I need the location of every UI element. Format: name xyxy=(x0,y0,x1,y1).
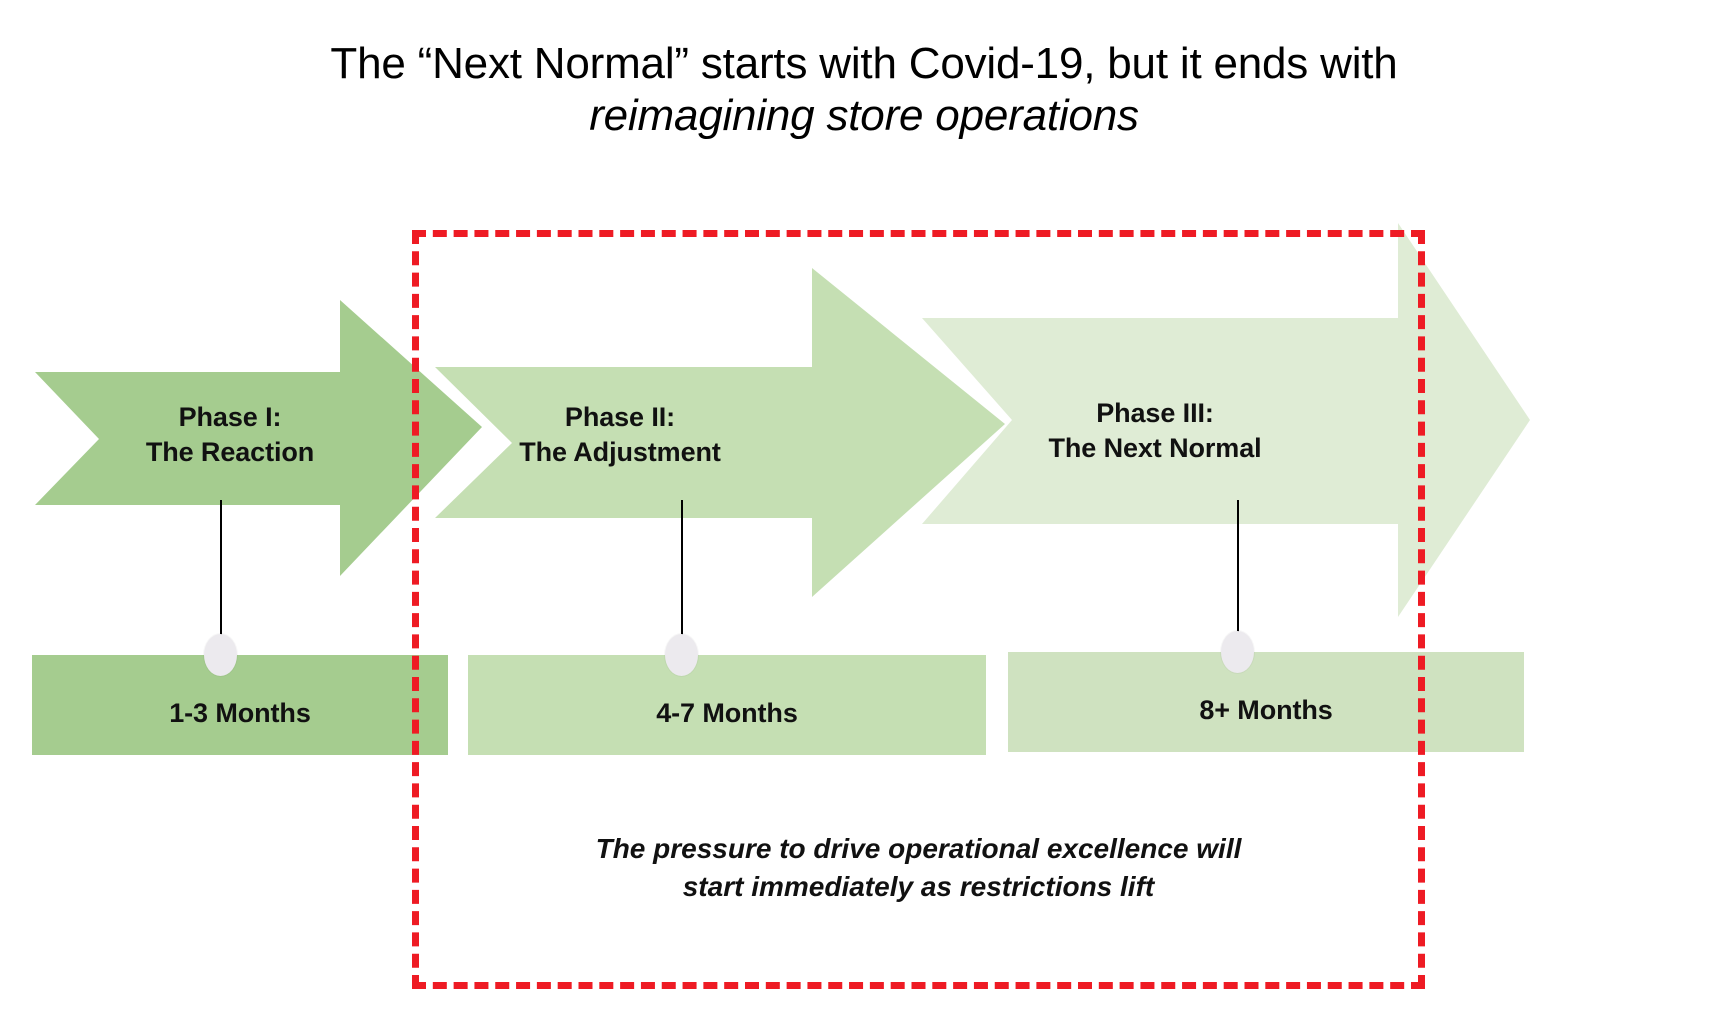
duration-box-2: 4-7 Months xyxy=(468,655,986,755)
connector-line-3 xyxy=(1237,500,1239,655)
title-line-2: reimagining store operations xyxy=(589,90,1139,140)
title-line-1: The “Next Normal” starts with Covid-19, … xyxy=(330,39,1398,88)
duration-label-1: 1-3 Months xyxy=(169,697,311,728)
phase-label-3: Phase III: The Next Normal xyxy=(1048,398,1262,463)
page-title: The “Next Normal” starts with Covid-19, … xyxy=(0,38,1728,142)
phase-label-1: Phase I: The Reaction xyxy=(145,402,315,467)
connector-dot-2 xyxy=(665,634,698,676)
connector-dot-3 xyxy=(1221,631,1254,673)
duration-box-3: 8+ Months xyxy=(1008,652,1524,752)
duration-label-2: 4-7 Months xyxy=(656,697,798,728)
connector-line-2 xyxy=(681,500,683,655)
duration-box-1: 1-3 Months xyxy=(32,655,448,755)
phase-label-2: Phase II: The Adjustment xyxy=(519,402,721,467)
connector-dot-1 xyxy=(204,634,237,676)
highlight-caption: The pressure to drive operational excell… xyxy=(595,833,1242,902)
duration-label-3: 8+ Months xyxy=(1199,694,1333,725)
connector-line-1 xyxy=(220,500,222,655)
